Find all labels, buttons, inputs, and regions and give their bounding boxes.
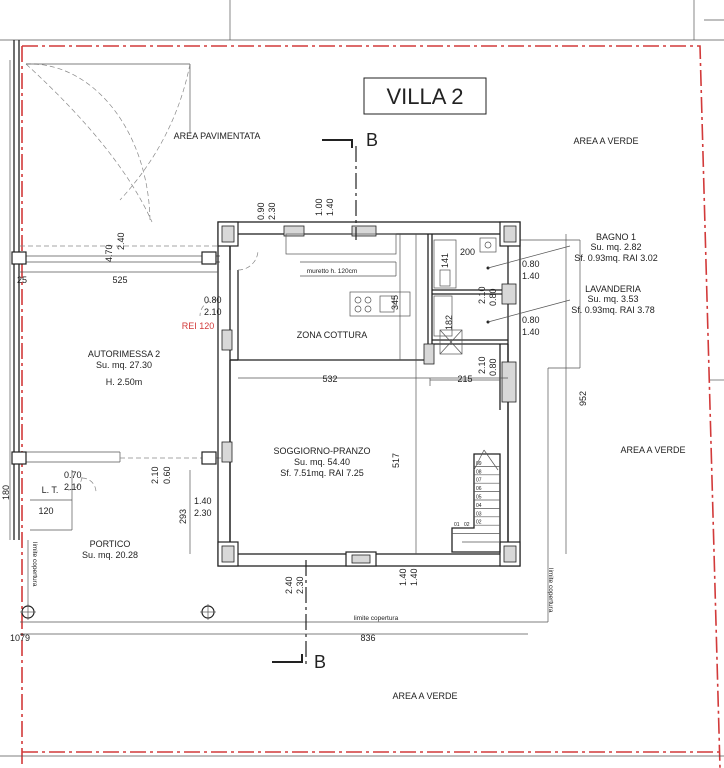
title-box: VILLA 2 xyxy=(363,77,487,115)
room-zona-cottura-name: ZONA COTTURA xyxy=(297,330,368,340)
room-soggiorno-name: SOGGIORNO-PRANZO xyxy=(273,446,370,456)
dim-090: 0.90 xyxy=(256,202,266,220)
stair-step-number: 04 xyxy=(476,503,482,509)
dim-080b: 0.80 xyxy=(522,315,540,325)
dim-140f: 1.40 xyxy=(409,568,419,586)
room-lavanderia-name: LAVANDERIA xyxy=(585,284,641,294)
dim-200: 200 xyxy=(460,247,475,257)
dim-1079: 1079 xyxy=(10,633,30,643)
room-lavanderia-su: Su. mq. 3.53 xyxy=(587,294,638,304)
stair-step-number: 09 xyxy=(476,461,482,467)
dim-100: 1.00 xyxy=(314,198,324,216)
dim-952: 952 xyxy=(578,391,588,406)
dim-470: 4.70 xyxy=(104,244,114,262)
sanitary-fixtures xyxy=(423,237,497,365)
dimension-lines xyxy=(20,234,567,635)
dim-080d: 0.80 xyxy=(488,288,498,306)
stair-step-number: 06 xyxy=(476,486,482,492)
label-area-pavimentata: AREA PAVIMENTATA xyxy=(174,131,261,141)
room-bagno-sf: Sf. 0.93mq. RAI 3.02 xyxy=(574,253,658,263)
property-boundary xyxy=(21,45,724,768)
staircase: 09 08 07 06 05 04 03 02 01 02 xyxy=(451,449,501,553)
stair-step-number: 02 xyxy=(476,520,482,526)
stair-step-number: 03 xyxy=(476,511,482,517)
dim-230b: 2.30 xyxy=(194,508,212,518)
stair-step-number: 05 xyxy=(476,495,482,501)
dim-140b: 1.40 xyxy=(522,271,540,281)
dim-525: 525 xyxy=(112,275,127,285)
interior-walls xyxy=(399,234,509,554)
dim-215: 215 xyxy=(457,374,472,384)
stair-step-number: 07 xyxy=(476,478,482,484)
section-marker-top: B xyxy=(366,130,378,150)
dim-532: 532 xyxy=(322,374,337,384)
lot-edge-left xyxy=(9,40,20,540)
dim-080a: 0.80 xyxy=(522,259,540,269)
dim-230c: 2.30 xyxy=(295,576,305,594)
dim-141: 141 xyxy=(440,253,450,268)
drawing-title: VILLA 2 xyxy=(386,84,463,109)
section-line-b xyxy=(272,139,357,666)
dim-140d: 1.40 xyxy=(194,496,212,506)
room-bagno-name: BAGNO 1 xyxy=(596,232,636,242)
dim-180: 180 xyxy=(1,485,11,500)
room-autorimessa-name: AUTORIMESSA 2 xyxy=(88,349,160,359)
note-limite-bottom: limite copertura xyxy=(354,615,399,622)
dim-070: 0.70 xyxy=(64,470,82,480)
label-area-verde-top: AREA A VERDE xyxy=(573,136,638,146)
dim-210e: 2.10 xyxy=(64,482,82,492)
note-limite-right: limite copertura xyxy=(547,568,554,613)
dim-060: 0.60 xyxy=(162,466,172,484)
note-rei: REI 120 xyxy=(182,321,215,331)
dim-210c: 2.10 xyxy=(477,356,487,374)
room-portico-name: PORTICO xyxy=(90,539,131,549)
stair-step-number: 02 xyxy=(464,522,470,528)
dim-140c: 1.40 xyxy=(522,327,540,337)
dim-182: 182 xyxy=(444,315,454,330)
stair-step-number: 01 xyxy=(454,522,460,528)
label-area-verde-right: AREA A VERDE xyxy=(620,445,685,455)
door-swings xyxy=(67,249,259,493)
room-bagno-su: Su. mq. 2.82 xyxy=(590,242,641,252)
dim-230a: 2.30 xyxy=(267,202,277,220)
room-soggiorno-sf: Sf. 7.51mq. RAI 7.25 xyxy=(280,468,364,478)
room-portico-su: Su. mq. 20.28 xyxy=(82,550,138,560)
stair-step-number: 08 xyxy=(476,469,482,475)
dim-140e: 1.40 xyxy=(398,568,408,586)
dim-240a: 2.40 xyxy=(116,232,126,250)
room-lt-name: L. T. xyxy=(42,485,59,495)
dim-836: 836 xyxy=(360,633,375,643)
dim-345: 345 xyxy=(390,295,400,310)
dim-293: 293 xyxy=(178,509,188,524)
label-area-verde-bottom: AREA A VERDE xyxy=(392,691,457,701)
dim-240b: 2.40 xyxy=(284,576,294,594)
note-muretto: muretto h. 120cm xyxy=(307,268,358,275)
gate-swing xyxy=(25,63,191,223)
dim-080c: 0.80 xyxy=(204,295,222,305)
dim-210d: 2.10 xyxy=(150,466,160,484)
room-soggiorno-su: Su. mq. 54.40 xyxy=(294,457,350,467)
dim-210a: 2.10 xyxy=(204,307,222,317)
dim-080e: 0.80 xyxy=(488,358,498,376)
kitchen-fixtures xyxy=(285,233,411,317)
note-limite-left: limite copertura xyxy=(31,542,38,587)
columns xyxy=(11,221,521,620)
dim-140a: 1.40 xyxy=(325,198,335,216)
dim-120: 120 xyxy=(38,506,53,516)
room-autorimessa-su: Su. mq. 27.30 xyxy=(96,360,152,370)
exterior-walls xyxy=(217,221,521,567)
room-lavanderia-sf: Sf. 0.93mq. RAI 3.78 xyxy=(571,305,655,315)
dimension-texts: 0.90 2.30 1.00 1.40 200 141 0.80 1.40 0.… xyxy=(1,198,588,643)
dim-25: 25 xyxy=(17,275,27,285)
section-marker-bottom: B xyxy=(314,652,326,672)
room-autorimessa-h: H. 2.50m xyxy=(106,377,143,387)
dim-517: 517 xyxy=(391,453,401,468)
dim-210b: 2.10 xyxy=(477,286,487,304)
